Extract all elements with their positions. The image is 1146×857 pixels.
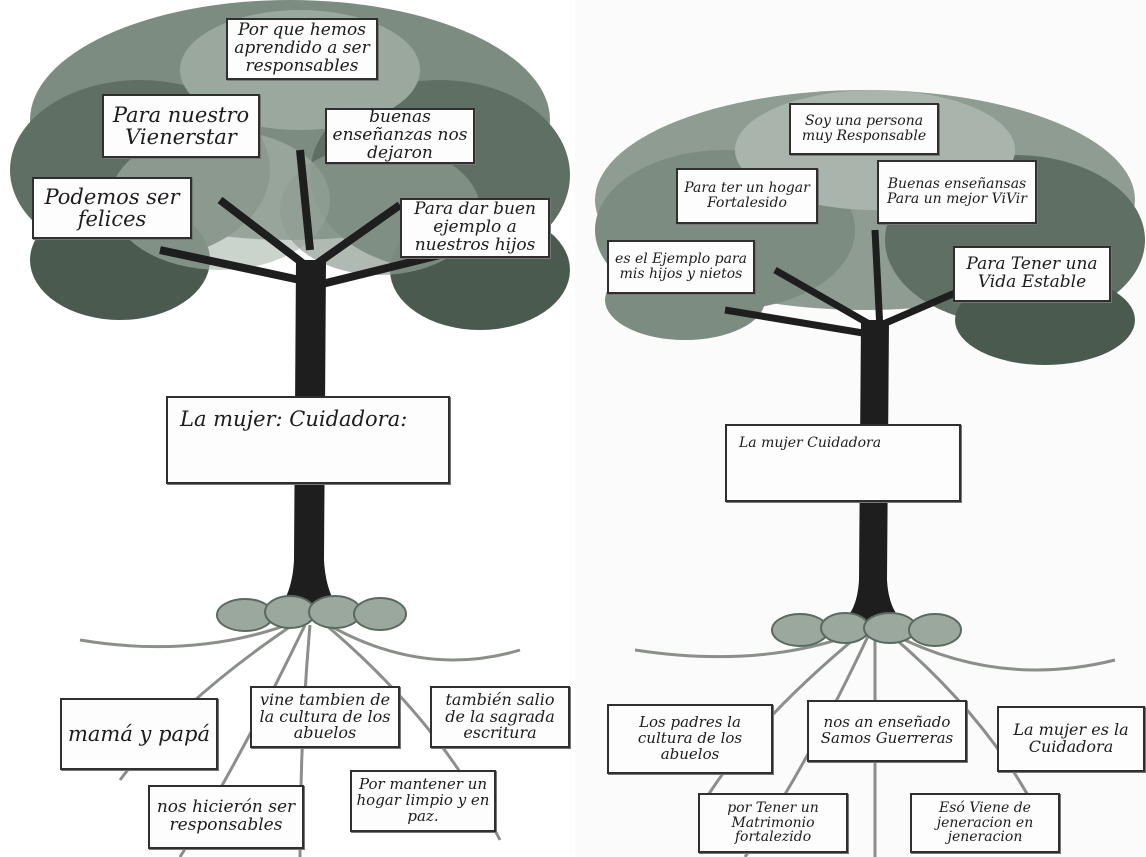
left-note-root-2: vine tambien de la cultura de los abuelo…	[250, 686, 400, 748]
right-note-root-4: por Tener un Matrimonio fortalezido	[698, 793, 848, 853]
left-note-crown-top: Por que hemos aprendido a ser responsabl…	[226, 18, 378, 80]
right-note-root-3: La mujer es la Cuidadora	[997, 706, 1145, 772]
right-note-root-2: nos an enseñado Samos Guerreras	[807, 700, 967, 762]
left-note-root-5: Por mantener un hogar limpio y en paz.	[350, 770, 496, 832]
right-note-crown-upper-left: Para ter un hogar Fortalesido	[676, 168, 818, 224]
left-note-root-4: nos hicierón ser responsables	[148, 785, 304, 849]
right-note-crown-top: Soy una persona muy Responsable	[789, 103, 939, 155]
left-note-crown-right: Para dar buen ejemplo a nuestros hijos	[400, 198, 550, 258]
left-tree-panel: Por que hemos aprendido a ser responsabl…	[0, 0, 572, 857]
left-note-trunk: La mujer: Cuidadora:	[166, 396, 450, 484]
right-note-root-1: Los padres la cultura de los abuelos	[607, 704, 773, 774]
right-note-crown-right: Para Tener una Vida Estable	[953, 246, 1111, 302]
left-root-stones	[216, 595, 407, 632]
left-note-crown-upper-right: buenas enseñanzas nos dejaron	[325, 108, 475, 164]
right-note-crown-upper-right: Buenas enseñansas Para un mejor ViVir	[877, 160, 1037, 224]
left-note-crown-upper-left: Para nuestro Vienerstar	[102, 94, 260, 158]
left-note-crown-left: Podemos ser felices	[32, 177, 192, 239]
left-note-root-3: también salio de la sagrada escritura	[430, 686, 570, 748]
right-tree-panel: Soy una persona muy Responsable Para ter…	[575, 0, 1146, 857]
left-note-root-1: mamá y papá	[60, 698, 218, 770]
right-root-stones	[771, 612, 962, 647]
right-note-trunk: La mujer Cuidadora	[725, 424, 961, 502]
panel-divider	[572, 0, 575, 857]
right-note-crown-left: es el Ejemplo para mis hijos y nietos	[607, 240, 755, 294]
right-note-root-5: Esó Viene de jeneracion en jeneracion	[910, 793, 1060, 853]
